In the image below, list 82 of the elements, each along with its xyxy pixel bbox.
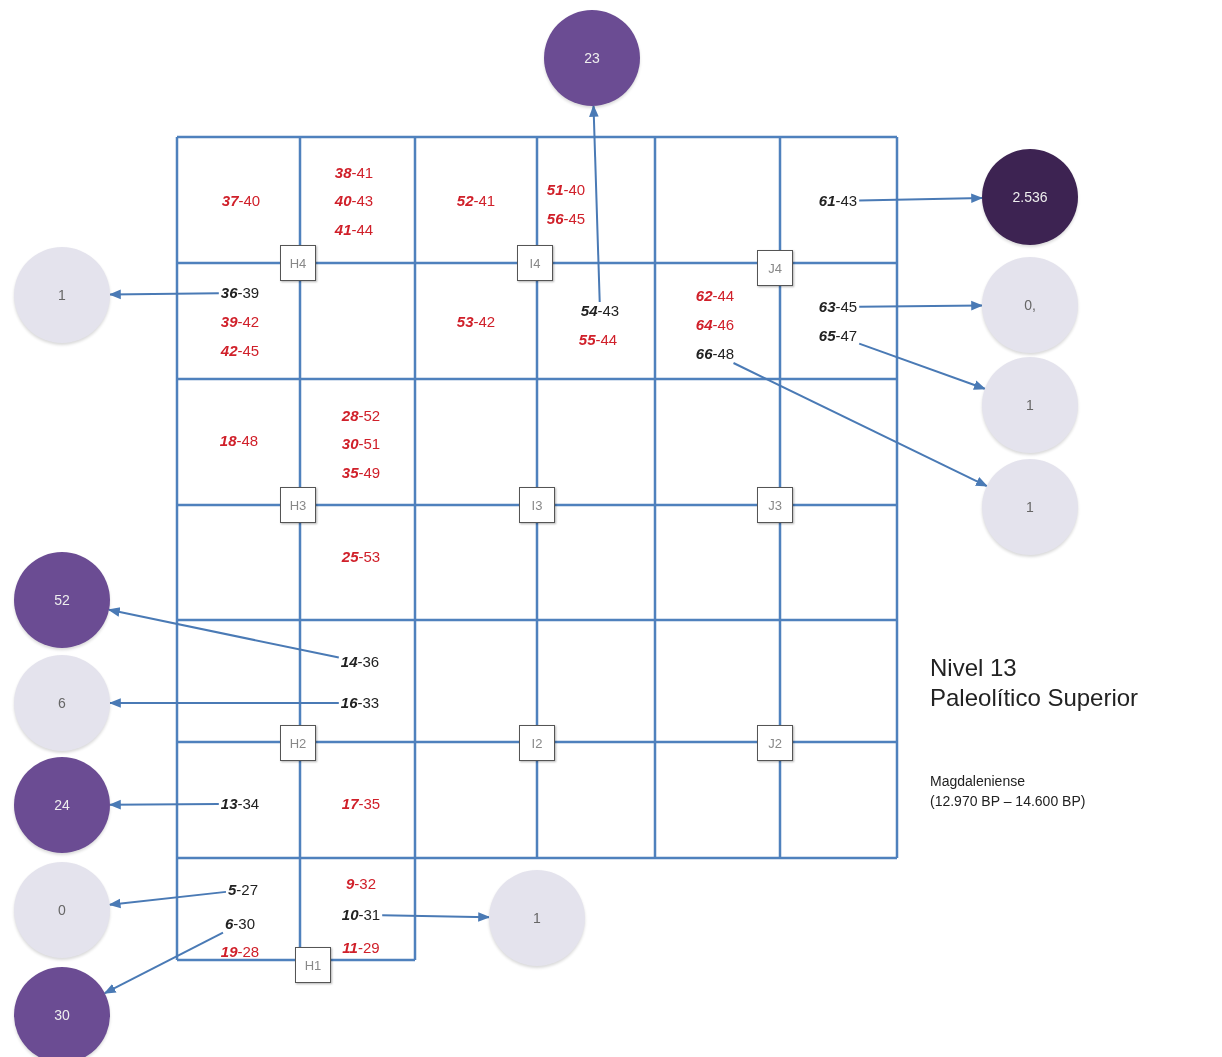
- sample-code: 55-44: [577, 331, 619, 349]
- sample-code: 42-45: [219, 342, 261, 360]
- grid-marker: [280, 725, 316, 761]
- sample-code: 56-45: [545, 210, 587, 228]
- arrow: [108, 289, 220, 300]
- square-label: J4: [768, 260, 782, 276]
- arrow: [858, 342, 986, 390]
- sample-code: 65-47: [816, 327, 860, 345]
- sample-code: 64-46: [694, 316, 736, 334]
- arrow: [107, 607, 340, 659]
- sample-code: 52-41: [455, 192, 497, 210]
- grid-marker: [757, 725, 793, 761]
- count-value: 6: [58, 695, 66, 711]
- count-value: 1: [58, 287, 66, 303]
- sample-code: 41-44: [333, 221, 375, 239]
- sample-code: 51-40: [545, 181, 587, 199]
- sample-code: 37-40: [220, 192, 262, 210]
- sample-code: 17-35: [340, 795, 382, 813]
- count-value: 0,: [1024, 297, 1036, 313]
- count-value: 0: [58, 902, 66, 918]
- sample-code: 36-39: [218, 284, 262, 302]
- grid-marker: [280, 487, 316, 523]
- sample-code: 10-31: [339, 906, 383, 924]
- sample-code: 62-44: [694, 287, 736, 305]
- square-label: H3: [289, 497, 307, 513]
- count-value: 52: [54, 592, 70, 608]
- square-label: I2: [531, 735, 543, 751]
- count-value: 30: [54, 1007, 70, 1023]
- grid-marker: [757, 250, 793, 286]
- level-title: Nivel 13: [930, 654, 1017, 682]
- arrow: [108, 890, 227, 909]
- count-value: 1: [1026, 397, 1034, 413]
- sample-code: 39-42: [219, 313, 261, 331]
- sample-code: 54-43: [578, 302, 622, 320]
- sample-code: 11-29: [341, 939, 381, 957]
- square-label: I3: [531, 497, 543, 513]
- sample-code: 13-34: [218, 795, 262, 813]
- arrow: [103, 931, 224, 995]
- arrow: [108, 698, 340, 708]
- count-value: 23: [584, 50, 600, 66]
- sample-code: 38-41: [333, 164, 375, 182]
- sample-code: 40-43: [333, 192, 375, 210]
- sample-code: 19-28: [219, 943, 261, 961]
- sample-code: 25-53: [340, 548, 382, 566]
- square-label: J3: [768, 497, 782, 513]
- arrow: [732, 362, 988, 488]
- culture-note: Magdaleniense: [930, 773, 1025, 789]
- arrow: [108, 799, 220, 810]
- period-heading: Paleolítico Superior: [930, 684, 1139, 712]
- grid-marker: [517, 245, 553, 281]
- sample-code: 63-45: [816, 298, 860, 316]
- arrow: [589, 104, 601, 303]
- sample-code: 30-51: [340, 435, 382, 453]
- sample-code: 66-48: [693, 345, 737, 363]
- square-label: I4: [529, 255, 541, 271]
- culture-note: (12.970 BP – 14.600 BP): [930, 793, 1086, 809]
- sample-code: 5-27: [226, 881, 260, 899]
- count-value: 1: [533, 910, 541, 926]
- count-value: 1: [1026, 499, 1034, 515]
- arrow: [858, 193, 984, 203]
- grid-marker: [280, 245, 316, 281]
- square-label: H1: [304, 957, 322, 973]
- sample-code: 9-32: [345, 875, 377, 893]
- arrow: [858, 300, 984, 311]
- grid-marker: [757, 487, 793, 523]
- grid-marker: [295, 947, 331, 983]
- count-value: 24: [54, 797, 70, 813]
- sample-code: 53-42: [455, 313, 497, 331]
- sample-code: 18-48: [218, 432, 260, 450]
- grid-marker: [519, 725, 555, 761]
- square-label: J2: [768, 735, 782, 751]
- count-value: 2.536: [1012, 189, 1048, 205]
- sample-code: 35-49: [340, 464, 382, 482]
- square-label: H2: [289, 735, 307, 751]
- sample-code: 61-43: [816, 192, 860, 210]
- sample-code: 6-30: [223, 915, 257, 933]
- arrow: [381, 912, 491, 922]
- sample-code: 16-33: [338, 694, 382, 712]
- square-label: H4: [289, 255, 307, 271]
- sample-code: 28-52: [340, 407, 382, 425]
- grid-marker: [519, 487, 555, 523]
- sample-code: 14-36: [338, 653, 382, 671]
